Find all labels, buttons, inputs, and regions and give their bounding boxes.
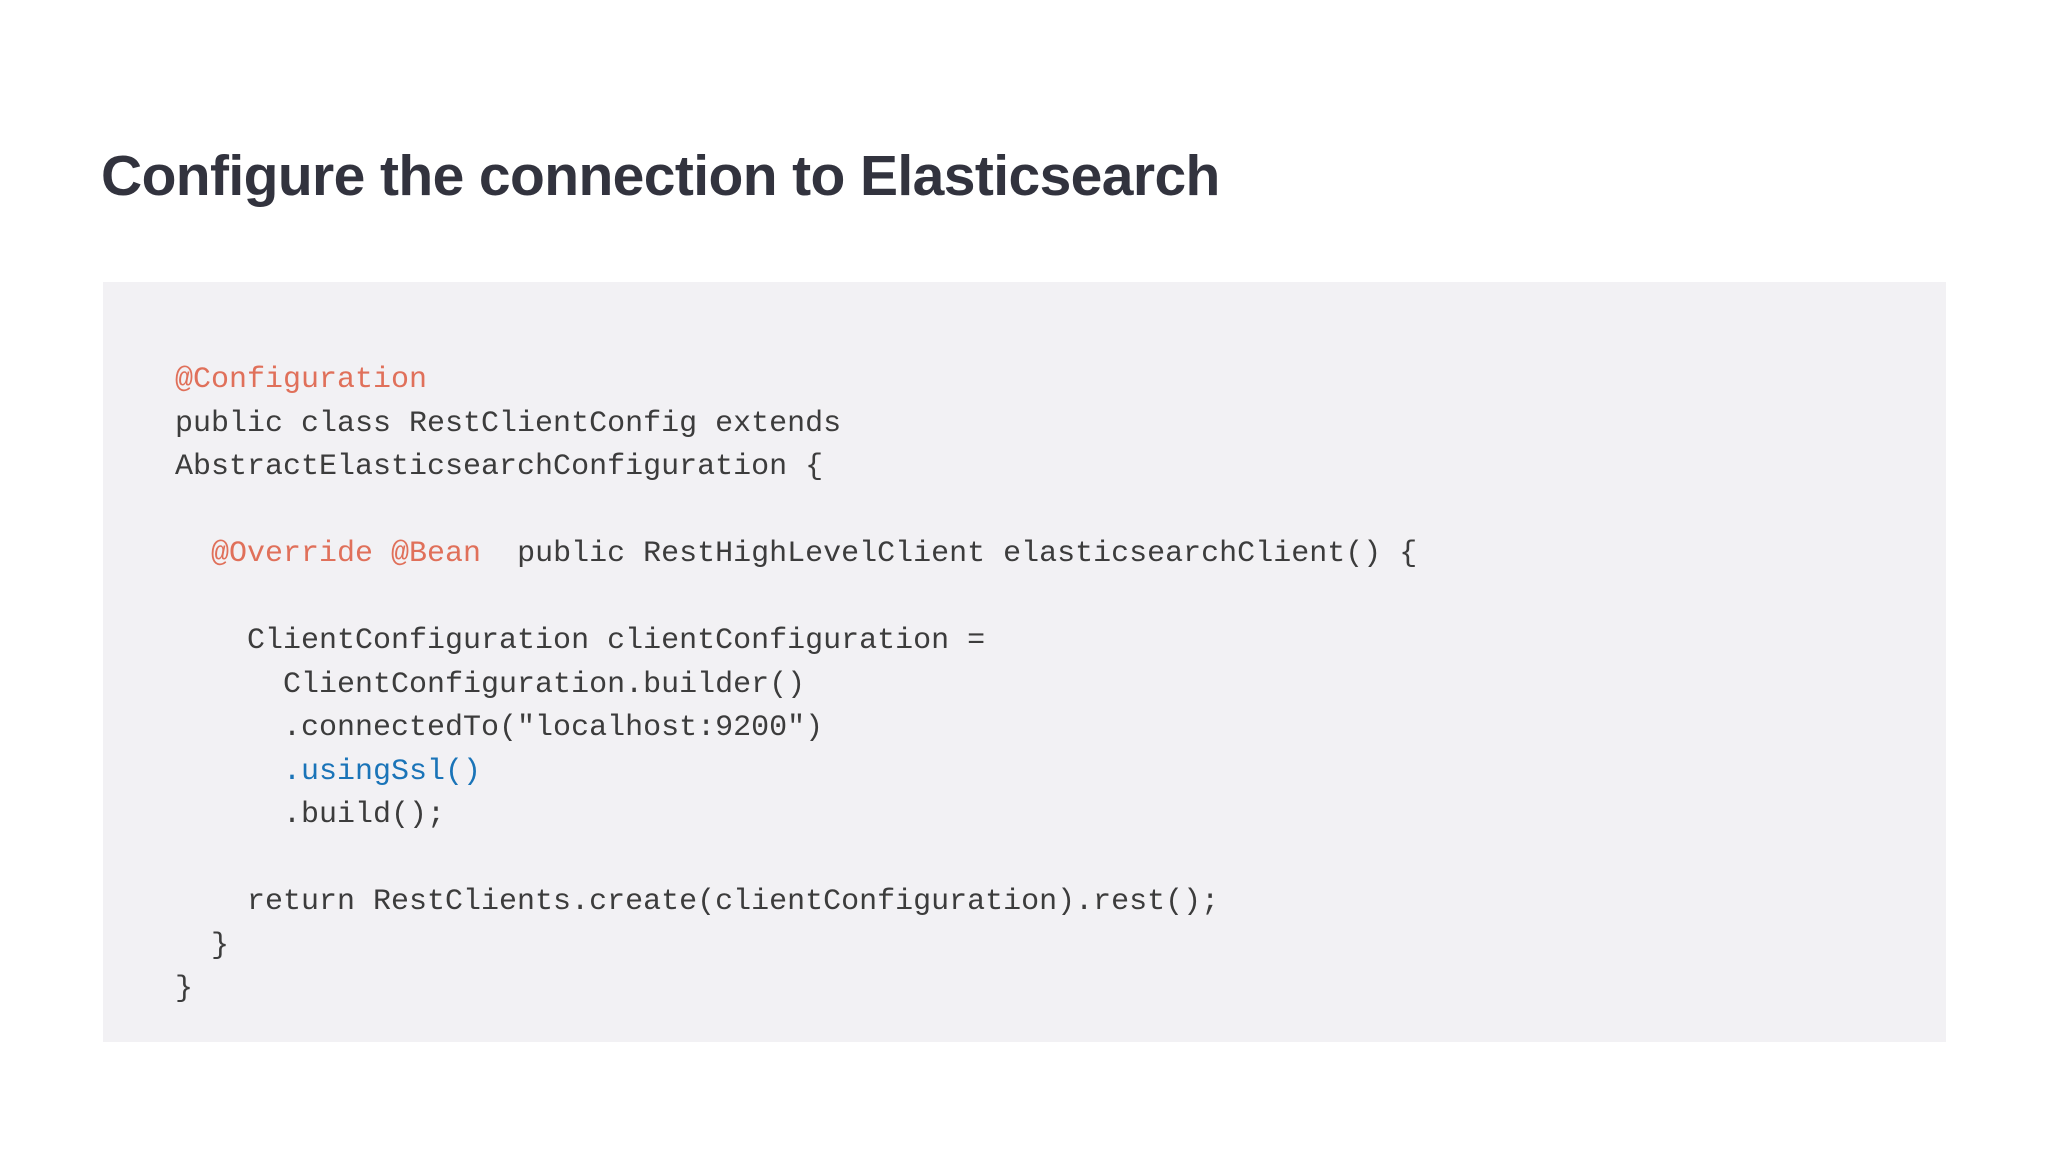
code-line: return RestClients.create(clientConfigur…: [175, 881, 1936, 925]
page-title: Configure the connection to Elasticsearc…: [101, 144, 1220, 209]
code-line: .usingSsl(): [175, 751, 1936, 795]
code-block: @Configuration public class RestClientCon…: [103, 282, 1946, 1042]
code-token-plain: }: [175, 928, 230, 963]
code-token-blank: [175, 581, 193, 615]
code-token-plain: [175, 755, 283, 789]
code-line: public class RestClientConfig extends: [175, 403, 1936, 447]
code-line: @Override @Bean public RestHighLevelClie…: [175, 533, 1936, 577]
code-token-blank: [175, 494, 193, 528]
code-token-plain: [175, 537, 211, 571]
code-line: ClientConfiguration.builder(): [175, 664, 1936, 708]
code-token-plain: return RestClients.create(clientConfigur…: [175, 885, 1220, 919]
code-line: [175, 577, 1936, 621]
code-line: .connectedTo("localhost:9200"): [175, 707, 1936, 751]
code-token-annotation: @Override @Bean: [211, 537, 482, 571]
code-token-plain: .connectedTo("localhost:9200"): [175, 711, 824, 745]
code-line: [175, 490, 1936, 534]
code-line: ClientConfiguration clientConfiguration …: [175, 620, 1936, 664]
code-token-method: .usingSsl(): [283, 754, 482, 789]
code-token-plain: .build();: [175, 798, 446, 832]
code-line: AbstractElasticsearchConfiguration {: [175, 446, 1936, 490]
code-token-plain: AbstractElasticsearchConfiguration {: [175, 450, 824, 484]
code-line: .build();: [175, 794, 1936, 838]
code-token-plain: ClientConfiguration.builder(): [175, 667, 806, 702]
code-token-plain: }: [175, 972, 194, 1006]
code-token-plain: public RestHighLevelClient elasticsearch…: [481, 537, 1418, 571]
code-line: @Configuration: [175, 359, 1936, 403]
code-line: [175, 838, 1936, 882]
code-line: }: [175, 968, 1936, 1012]
code-token-blank: [175, 842, 193, 876]
code-line: }: [175, 925, 1936, 969]
code-token-plain: ClientConfiguration clientConfiguration …: [175, 624, 986, 658]
code-token-annotation: @Configuration: [175, 363, 428, 397]
code-content: @Configuration public class RestClientCon…: [175, 359, 1936, 1012]
code-token-plain: public class RestClientConfig extends: [175, 406, 842, 441]
